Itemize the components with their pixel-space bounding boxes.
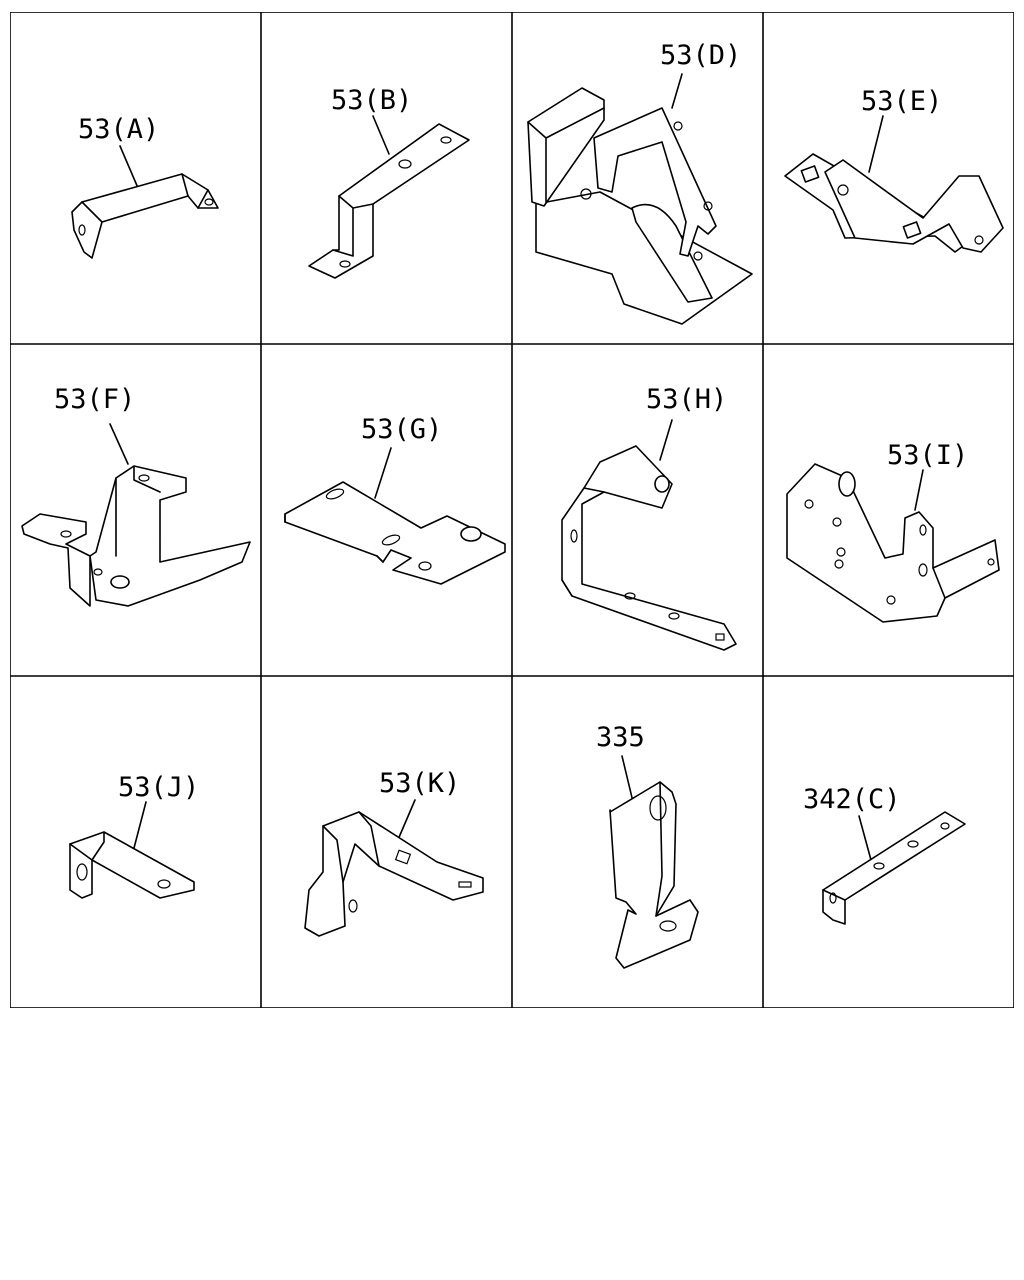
- part-label-53d: 53(D): [660, 40, 742, 71]
- bracket-53d-drawing: [527, 73, 753, 325]
- cell-53d: 53(D): [512, 12, 763, 344]
- part-label-53k: 53(K): [379, 768, 461, 799]
- bracket-335-drawing: [609, 755, 699, 969]
- bracket-53i-drawing: [786, 463, 1000, 623]
- grid-lines: [10, 12, 1014, 1008]
- bracket-53e-drawing: [784, 115, 1004, 253]
- cell-53e: 53(E): [763, 12, 1014, 344]
- part-label-53j: 53(J): [118, 772, 200, 803]
- part-label-53b: 53(B): [331, 85, 413, 116]
- cell-53i: 53(I): [763, 344, 1014, 676]
- part-label-335: 335: [596, 722, 645, 753]
- part-label-53f: 53(F): [54, 384, 136, 415]
- bracket-53j-drawing: [69, 801, 195, 899]
- bracket-53g-drawing: [284, 447, 506, 585]
- bracket-53b-drawing: [308, 115, 470, 279]
- bracket-53k-drawing: [304, 799, 484, 937]
- part-label-53e: 53(E): [861, 86, 943, 117]
- cell-53g: 53(G): [261, 344, 512, 676]
- cell-335: 335: [512, 676, 763, 1008]
- part-label-53a: 53(A): [78, 114, 160, 145]
- part-label-53g: 53(G): [361, 414, 443, 445]
- part-label-342c: 342(C): [803, 784, 901, 815]
- cell-342c: 342(C): [763, 676, 1014, 1008]
- cell-53j: 53(J): [10, 676, 261, 1008]
- cell-53b: 53(B): [261, 12, 512, 344]
- cell-53f: 53(F): [10, 344, 261, 676]
- bracket-342c-drawing: [822, 811, 966, 925]
- part-label-53h: 53(H): [646, 384, 728, 415]
- bracket-53h-drawing: [561, 419, 737, 651]
- cell-53k: 53(K): [261, 676, 512, 1008]
- cell-53a: 53(A): [10, 12, 261, 344]
- bracket-53a-drawing: [71, 145, 219, 259]
- bracket-53f-drawing: [21, 423, 251, 607]
- parts-grid: 53(A) 53(B) 53(D): [10, 12, 1014, 1008]
- cell-53h: 53(H): [512, 344, 763, 676]
- part-label-53i: 53(I): [887, 440, 969, 471]
